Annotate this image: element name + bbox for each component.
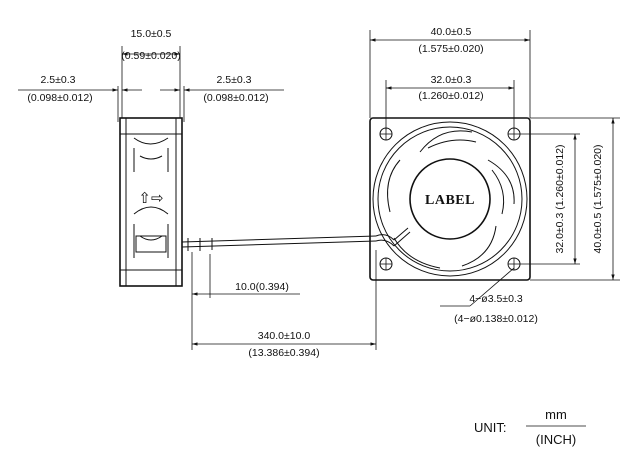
fan-frame [369,117,531,281]
hub-label-text: LABEL [425,193,475,208]
outer-height-vertical-label: 40.0±0.5 (1.575±0.020) [592,144,604,253]
strip-length-label: 10.0(0.394) [235,281,289,293]
flange-left-inch-label: (0.098±0.012) [27,92,92,104]
hole-spacing-vertical-label: 32.0±0.3 (1.260±0.012) [554,144,566,253]
side-view: 15.0±0.5 (0.59±0.020) 2.5±0.3 (0.098±0.0… [18,28,284,287]
unit-primary: mm [545,407,567,422]
fan-venturi [372,121,528,277]
hub [409,158,491,240]
depth-mm-label: 15.0±0.5 [131,28,172,40]
flange-right-mm-label: 2.5±0.3 [217,74,252,86]
lead-wires: 10.0(0.394) 340.0±10.0 (13.386±0.394) [181,235,377,359]
airflow-arrows-icon: ⇧⇨ [138,190,163,207]
lead-length-mm-label: 340.0±10.0 [258,330,311,342]
hole-spacing-inch-label: (1.260±0.012) [418,90,483,102]
flange-left-mm-label: 2.5±0.3 [41,74,76,86]
flange-right-inch-label: (0.098±0.012) [203,92,268,104]
unit-secondary: (INCH) [536,432,576,447]
outer-width-mm-label: 40.0±0.5 [431,26,472,38]
depth-inch-label: (0.59±0.020) [121,50,180,62]
hole-diameter-inch-label: (4−ø0.138±0.012) [454,313,538,325]
unit-note: UNIT: mm (INCH) [474,407,586,447]
hole-diameter-mm-label: 4−ø3.5±0.3 [469,293,523,305]
outer-width-inch-label: (1.575±0.020) [418,43,483,55]
lead-length-inch-label: (13.386±0.394) [248,347,319,359]
hole-spacing-mm-label: 32.0±0.3 [431,74,472,86]
fan-blades [387,130,515,269]
unit-prefix: UNIT: [474,420,507,435]
front-view: 40.0±0.5 (1.575±0.020) 32.0±0.3 (1.260±0… [369,26,620,325]
